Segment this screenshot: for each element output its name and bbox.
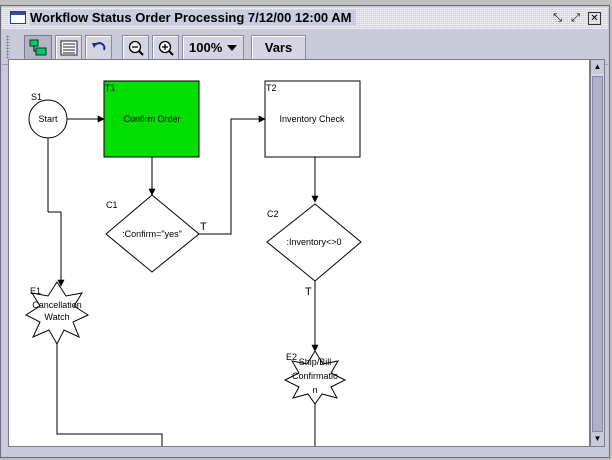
list-icon	[60, 40, 77, 55]
event-e2-label-2: Confirmatio	[292, 371, 338, 381]
event-e1-id: E1	[30, 286, 41, 296]
close-icon[interactable]: ✕	[588, 12, 601, 25]
toolbar-grip[interactable]	[6, 35, 10, 59]
task-t2-id: T2	[266, 83, 277, 93]
condition-c2-branch: T	[305, 286, 312, 298]
workflow-canvas[interactable]: S1 Start T1 Confirm Order T2 Inventory C…	[8, 59, 590, 447]
start-node-id: S1	[31, 92, 42, 102]
condition-c2-node[interactable]: C2 :Inventory<>0 T	[266, 203, 362, 298]
condition-c2-label: :Inventory<>0	[286, 237, 341, 247]
undo-icon	[91, 41, 105, 50]
task-t1-label: Confirm Order	[123, 114, 180, 124]
zoom-in-icon	[158, 40, 174, 56]
workflow-select-icon	[29, 39, 47, 55]
chevron-down-icon	[227, 44, 237, 51]
task-t1-node[interactable]: T1 Confirm Order	[103, 80, 200, 158]
event-e2-node[interactable]: E2 Ship/Bill Confirmatio n	[283, 350, 347, 405]
task-t2-node[interactable]: T2 Inventory Check	[264, 80, 361, 158]
undo-tool-button[interactable]	[85, 35, 112, 60]
zoom-out-icon	[128, 40, 144, 56]
window-icon	[10, 11, 26, 24]
vars-button-label: Vars	[264, 40, 293, 55]
vertical-scrollbar[interactable]: ▲ ▼	[590, 59, 605, 447]
select-tool-button[interactable]	[24, 35, 52, 60]
event-e1-label-2: Watch	[44, 312, 69, 322]
list-tool-button[interactable]	[55, 35, 82, 60]
event-e2-label-3: n	[312, 385, 317, 395]
vars-button[interactable]: Vars	[251, 35, 306, 60]
event-e2-id: E2	[286, 352, 297, 362]
task-t1-id: T1	[105, 83, 116, 93]
workflow-diagram: S1 Start T1 Confirm Order T2 Inventory C…	[24, 80, 362, 446]
scroll-thumb[interactable]	[592, 76, 603, 432]
event-e2-label-1: Ship/Bill	[299, 357, 332, 367]
title-bar[interactable]: Workflow Status Order Processing 7/12/00…	[2, 7, 608, 29]
zoom-in-button[interactable]	[152, 35, 179, 60]
maximize-icon[interactable]: ⤢	[571, 12, 580, 24]
condition-c1-branch: T	[200, 221, 207, 233]
scroll-up-icon[interactable]: ▲	[591, 60, 604, 74]
condition-c1-id: C1	[106, 200, 118, 210]
task-t2-label: Inventory Check	[279, 114, 345, 124]
connector-e1-out	[56, 337, 163, 446]
minimize-icon[interactable]: ⤡	[553, 12, 562, 24]
start-node[interactable]: S1 Start	[28, 92, 68, 139]
connector-c1-t2	[199, 115, 266, 235]
zoom-value: 100%	[189, 40, 223, 55]
condition-c2-id: C2	[267, 209, 279, 219]
event-e1-label-1: Cancellation	[32, 300, 82, 310]
scroll-down-icon[interactable]: ▼	[591, 432, 604, 446]
zoom-out-button[interactable]	[122, 35, 149, 60]
start-node-label: Start	[38, 114, 58, 124]
condition-c1-label: :Confirm="yes"	[122, 229, 182, 239]
zoom-select[interactable]: 100%	[182, 35, 244, 60]
condition-c1-node[interactable]: C1 :Confirm="yes" T	[105, 194, 207, 273]
event-e1-node[interactable]: E1 Cancellation Watch	[24, 281, 90, 346]
window-title: Workflow Status Order Processing 7/12/00…	[30, 10, 356, 25]
